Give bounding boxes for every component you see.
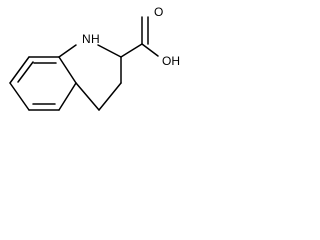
nitrogen-hydrogen-label: H (91, 32, 100, 46)
nitrogen-label: N (82, 32, 91, 46)
ring-bond-a (9, 56, 30, 84)
n-aryl-bond (58, 44, 77, 58)
hydroxyl-label: OH (162, 54, 180, 68)
c3-c4-bond (98, 82, 122, 111)
ring-bond-f (9, 82, 30, 111)
c2-carboxyl-bond (120, 43, 143, 58)
chemical-structure-diagram: N H O OH (9, 5, 180, 111)
hydroxyl-bond (141, 43, 159, 57)
ring-inner-bond-a (17, 61, 34, 83)
c4-c4a-bond (75, 82, 100, 111)
ring-bond-d (58, 82, 77, 111)
n-c2-bond (97, 44, 122, 58)
ring-bond-c (58, 56, 77, 84)
carbonyl-oxygen-label: O (154, 5, 163, 19)
